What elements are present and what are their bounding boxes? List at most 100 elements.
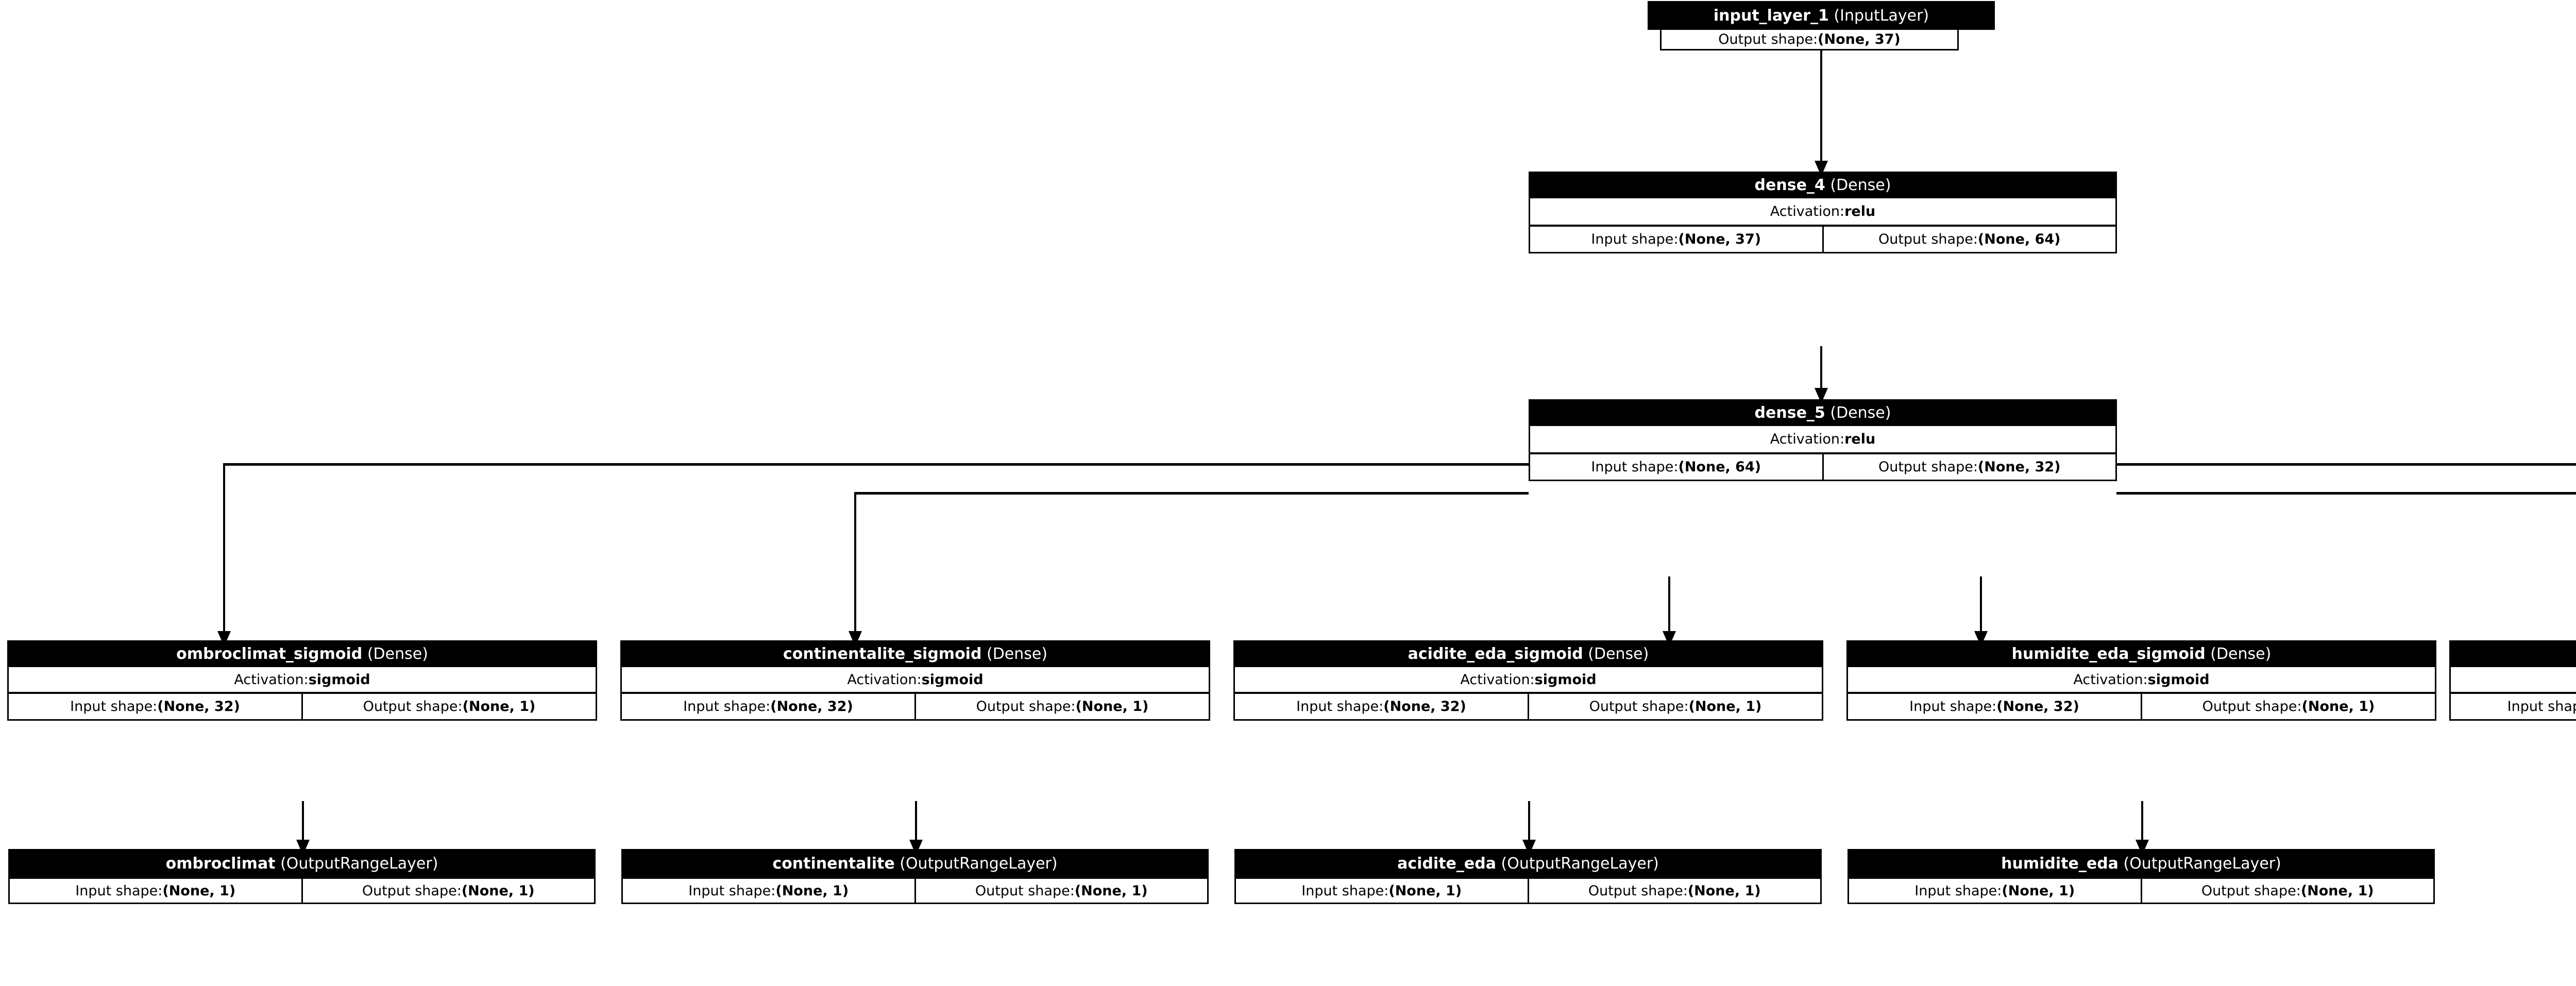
input-shape-label-humidite-eda-sigmoid: Input shape: [1909,699,1997,715]
edge-dense5-to-continentalite-horizontal [855,492,1529,495]
node-title-input-layer-1: input_layer_1 (InputLayer) [1649,3,1993,28]
node-dense-5[interactable]: dense_5 (Dense) [1529,399,2117,426]
input-shape-label-humidite-eda: Input shape: [1914,882,2002,899]
input-shape-label-dense-4: Input shape: [1591,231,1679,247]
input-shape-value-humidite-eda: (None, 1) [2002,882,2075,899]
edge-dense5-to-ombroclimat-horizontal [224,463,1529,466]
output-shape-value-ombroclimat-sigmoid: (None, 1) [462,699,536,715]
node-band-acidite-eda-sigmoid-shapes: Input shape: (None, 32) Output shape: (N… [1233,694,1823,721]
activation-value-ombroclimat-sigmoid: sigmoid [308,671,370,688]
output-shape-label-dense-4: Output shape: [1878,231,1978,247]
node-dense-4[interactable]: dense_4 (Dense) [1529,172,2117,198]
output-shape-label-input-layer-1: Output shape: [1718,31,1818,47]
node-type-dense-5: (Dense) [1830,403,1891,422]
edge-dense5-to-humidite-vertical [1980,576,1982,642]
input-shape-cell-ombroclimat-sigmoid: Input shape: (None, 32) [9,694,303,719]
activation-label-ombroclimat-sigmoid: Activation: [234,671,309,688]
output-shape-label-acidite-eda: Output shape: [1588,882,1688,899]
node-name-dense-4: dense_4 [1754,176,1825,194]
input-shape-value-dense-4: (None, 37) [1678,231,1761,247]
output-shape-cell-dense-5: Output shape: (None, 32) [1824,454,2116,480]
node-continentalite-sigmoid[interactable]: continentalite_sigmoid (Dense) [620,640,1210,667]
node-humidite-eda-sigmoid[interactable]: humidite_eda_sigmoid (Dense) [1846,640,2436,667]
node-type-ombroclimat: (OutputRangeLayer) [280,854,438,873]
output-shape-cell-input-layer-1: Output shape: (None, 37) [1662,30,1957,49]
node-band-continentalite-shapes: Input shape: (None, 1) Output shape: (No… [621,877,1209,904]
node-etage-thermique[interactable]: etage_thermique (Dense) [2449,640,2576,667]
node-continentalite[interactable]: continentalite (OutputRangeLayer) [621,849,1209,878]
input-shape-value-continentalite-sigmoid: (None, 32) [770,699,853,715]
node-ombroclimat[interactable]: ombroclimat (OutputRangeLayer) [8,849,596,878]
node-band-dense-4-shapes: Input shape: (None, 37) Output shape: (N… [1529,227,2117,253]
node-name-humidite-eda: humidite_eda [2001,854,2119,873]
output-shape-label-acidite-eda-sigmoid: Output shape: [1589,699,1689,715]
node-title-continentalite: continentalite (OutputRangeLayer) [623,851,1207,876]
output-shape-value-acidite-eda: (None, 1) [1687,882,1761,899]
node-band-continentalite-sigmoid-activation: Activation: sigmoid [620,667,1210,694]
node-name-acidite-eda: acidite_eda [1397,854,1496,873]
node-band-ombroclimat-shapes: Input shape: (None, 1) Output shape: (No… [8,877,596,904]
output-shape-value-input-layer-1: (None, 37) [1818,31,1901,47]
node-title-ombroclimat: ombroclimat (OutputRangeLayer) [10,851,594,876]
node-title-etage-thermique: etage_thermique (Dense) [2451,642,2576,666]
activation-label-humidite-eda-sigmoid: Activation: [2073,671,2148,688]
input-shape-value-dense-5: (None, 64) [1678,459,1761,475]
output-shape-cell-dense-4: Output shape: (None, 64) [1824,227,2116,252]
output-shape-value-humidite-eda: (None, 1) [2300,882,2374,899]
node-acidite-eda[interactable]: acidite_eda (OutputRangeLayer) [1234,849,1822,878]
output-shape-label-dense-5: Output shape: [1878,459,1978,475]
input-shape-cell-continentalite-sigmoid: Input shape: (None, 32) [622,694,916,719]
node-title-acidite-eda: acidite_eda (OutputRangeLayer) [1236,851,1820,876]
edge-continentalitesig-to-continentalite-vertical [915,801,917,850]
node-acidite-eda-sigmoid[interactable]: acidite_eda_sigmoid (Dense) [1233,640,1823,667]
output-shape-label-continentalite-sigmoid: Output shape: [976,699,1076,715]
node-name-ombroclimat: ombroclimat [165,854,276,873]
node-type-humidite-eda: (OutputRangeLayer) [2123,854,2281,873]
activation-value-dense-5: relu [1844,431,1876,447]
node-title-ombroclimat-sigmoid: ombroclimat_sigmoid (Dense) [9,642,596,666]
edge-ombroclimatsig-to-ombroclimat-vertical [302,801,304,850]
input-shape-value-humidite-eda-sigmoid: (None, 32) [1996,699,2079,715]
node-name-continentalite: continentalite [772,854,895,873]
node-type-acidite-eda: (OutputRangeLayer) [1501,854,1659,873]
input-shape-value-ombroclimat-sigmoid: (None, 32) [157,699,240,715]
node-name-continentalite-sigmoid: continentalite_sigmoid [783,644,982,663]
input-shape-cell-dense-4: Input shape: (None, 37) [1530,227,1824,252]
node-title-humidite-eda-sigmoid: humidite_eda_sigmoid (Dense) [1848,642,2435,666]
activation-cell-humidite-eda-sigmoid: Activation: sigmoid [1848,667,2435,692]
output-shape-value-ombroclimat: (None, 1) [461,882,535,899]
output-shape-label-ombroclimat: Output shape: [362,882,462,899]
node-ombroclimat-sigmoid[interactable]: ombroclimat_sigmoid (Dense) [7,640,597,667]
node-band-input-layer-1-output: Output shape: (None, 37) [1660,28,1959,50]
activation-value-dense-4: relu [1844,203,1876,219]
input-shape-value-ombroclimat: (None, 1) [162,882,236,899]
activation-cell-dense-5: Activation: relu [1530,426,2115,452]
node-band-dense-4-activation: Activation: relu [1529,198,2117,227]
output-shape-value-acidite-eda-sigmoid: (None, 1) [1688,699,1762,715]
output-shape-value-humidite-eda-sigmoid: (None, 1) [2301,699,2375,715]
input-shape-label-acidite-eda: Input shape: [1301,882,1389,899]
node-band-humidite-eda-sigmoid-activation: Activation: sigmoid [1846,667,2436,694]
input-shape-label-ombroclimat-sigmoid: Input shape: [70,699,158,715]
node-band-acidite-eda-shapes: Input shape: (None, 1) Output shape: (No… [1234,877,1822,904]
node-input-layer-1[interactable]: input_layer_1 (InputLayer) [1648,1,1995,30]
node-band-ombroclimat-sigmoid-shapes: Input shape: (None, 32) Output shape: (N… [7,694,597,721]
edge-dense5-to-variante-horizontal [2116,463,2576,466]
input-shape-label-etage-thermique: Input shape: [2507,699,2576,715]
input-shape-cell-dense-5: Input shape: (None, 64) [1530,454,1824,480]
edge-humiditesig-to-humidite-vertical [2141,801,2143,850]
node-band-etage-thermique-shapes: Input shape: (None, 32) Output shape: (N… [2449,694,2576,721]
input-shape-cell-continentalite: Input shape: (None, 1) [623,879,916,903]
output-shape-cell-continentalite-sigmoid: Output shape: (None, 1) [916,694,1209,719]
node-type-continentalite-sigmoid: (Dense) [987,644,1048,663]
input-shape-cell-humidite-eda-sigmoid: Input shape: (None, 32) [1848,694,2142,719]
node-type-acidite-eda-sigmoid: (Dense) [1588,644,1649,663]
edge-dense4-to-dense5-vertical-2 [1820,346,1822,393]
node-humidite-eda[interactable]: humidite_eda (OutputRangeLayer) [1848,849,2435,878]
node-name-input-layer-1: input_layer_1 [1713,6,1829,25]
output-shape-cell-ombroclimat: Output shape: (None, 1) [303,879,595,903]
edge-dense5-to-continentalite-vertical [854,492,856,641]
activation-value-humidite-eda-sigmoid: sigmoid [2147,671,2210,688]
output-shape-cell-continentalite: Output shape: (None, 1) [916,879,1208,903]
